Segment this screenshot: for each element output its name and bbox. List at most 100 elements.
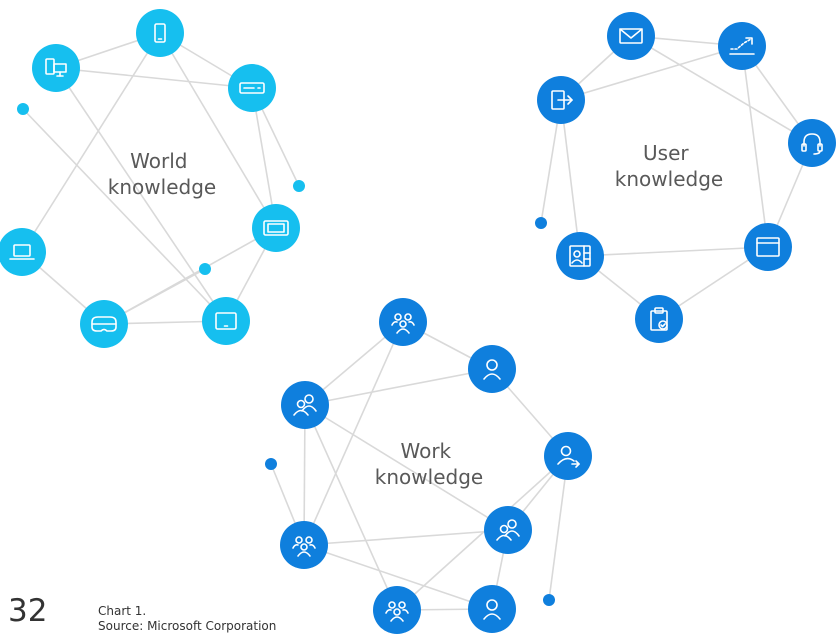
team-icon [391, 313, 415, 334]
user-node-circle [635, 295, 683, 343]
world-edge-phone-tablet-wide [159, 32, 277, 229]
work-node-people-right [484, 506, 532, 554]
work-node-circle [379, 298, 427, 346]
user-node-circle [788, 119, 836, 167]
work-node-people-left [281, 381, 329, 429]
user-edge-mail-support [630, 35, 813, 144]
world-dot-edge-0 [22, 108, 227, 322]
people-icon [293, 394, 317, 416]
clipboard-check-icon [650, 307, 668, 331]
work-edge-person-top-people-left [304, 368, 493, 406]
world-node-devices [32, 44, 80, 92]
world-node-tablet [202, 297, 250, 345]
work-edge-people-left-people-right [304, 404, 509, 531]
work-node-circle [373, 586, 421, 634]
world-node-laptop [0, 228, 46, 276]
work-node-circle [468, 585, 516, 633]
world-knowledge-dot [17, 103, 29, 115]
user-node-contact [556, 232, 604, 280]
work-node-circle [280, 521, 328, 569]
world-knowledge-dot [199, 263, 211, 275]
work-node-circle [544, 432, 592, 480]
work-node-circle [468, 345, 516, 393]
user-label-line-1: User [643, 141, 689, 165]
world-label-line-1: World [130, 149, 187, 173]
work-edge-team-top-team-left [303, 321, 404, 546]
work-edge-team-left-person-bottom [303, 544, 493, 610]
calendar-icon [756, 237, 780, 257]
world-node-headset [80, 300, 128, 348]
mail-icon [619, 28, 643, 44]
work-knowledge-dot [543, 594, 555, 606]
user-knowledge-label: User knowledge [615, 141, 723, 191]
work-label-line-2: knowledge [375, 465, 483, 489]
team-icon [292, 536, 316, 557]
tablet-icon [215, 312, 237, 330]
work-node-team-left [280, 521, 328, 569]
user-node-circle [744, 223, 792, 271]
world-knowledge-dot [293, 180, 305, 192]
world-node-circle [136, 9, 184, 57]
user-node-circle [718, 22, 766, 70]
work-node-person-bottom [468, 585, 516, 633]
user-node-clipboard [635, 295, 683, 343]
work-label-line-1: Work [400, 439, 451, 463]
server-icon [239, 82, 265, 94]
trending-up-icon [729, 37, 755, 55]
work-node-person-top [468, 345, 516, 393]
world-label-line-2: knowledge [108, 175, 216, 199]
user-node-mail [607, 12, 655, 60]
world-node-circle [32, 44, 80, 92]
work-dot-edge-5 [548, 455, 569, 601]
world-node-server [228, 64, 276, 112]
work-node-team-top [379, 298, 427, 346]
cluster-labels: World knowledge User knowledge Work know… [108, 141, 723, 489]
world-node-phone [136, 9, 184, 57]
world-edge-phone-laptop [21, 32, 161, 253]
chart-source: Source: Microsoft Corporation [98, 619, 277, 633]
mixed-reality-headset-icon [91, 316, 117, 332]
user-edge-calendar-contact [579, 246, 769, 257]
phone-icon [154, 23, 166, 43]
work-edge-team-left-people-right [303, 529, 509, 546]
user-node-circle [607, 12, 655, 60]
contact-card-icon [569, 245, 591, 267]
user-edge-trending-calendar [741, 45, 769, 248]
chart-caption-title: Chart 1. [98, 604, 147, 618]
work-knowledge-label: Work knowledge [375, 439, 483, 489]
user-node-support [788, 119, 836, 167]
user-knowledge-dot [535, 217, 547, 229]
laptop-icon [9, 244, 35, 260]
work-knowledge-dot [265, 458, 277, 470]
user-node-calendar [744, 223, 792, 271]
world-edge-devices-server [55, 67, 253, 89]
person-icon [483, 599, 501, 620]
person-share-icon [557, 445, 580, 468]
world-node-circle [202, 297, 250, 345]
sign-in-icon [551, 90, 573, 110]
user-node-trending [718, 22, 766, 70]
world-node-tablet-wide [252, 204, 300, 252]
tablet-wide-icon [263, 220, 289, 236]
world-knowledge-label: World knowledge [108, 149, 216, 199]
team-icon [385, 601, 409, 622]
devices-icon [45, 58, 67, 77]
user-label-line-2: knowledge [615, 167, 723, 191]
world-node-circle [252, 204, 300, 252]
person-icon [483, 359, 501, 380]
work-edge-person-share-team-bottom [396, 455, 569, 611]
user-edge-trending-signin [560, 45, 743, 101]
network-nodes [0, 9, 836, 634]
headset-support-icon [801, 133, 823, 155]
work-edge-people-left-team-bottom [304, 404, 398, 611]
work-node-team-bottom [373, 586, 421, 634]
chart-caption: Chart 1. Source: Microsoft Corporation [98, 604, 276, 634]
user-edge-signin-contact [560, 99, 581, 257]
user-node-signin [537, 76, 585, 124]
page-number: 32 [8, 593, 48, 629]
people-icon [496, 519, 520, 541]
world-edge-devices-tablet [55, 67, 227, 322]
network-dots [17, 103, 555, 606]
work-node-person-share [544, 432, 592, 480]
